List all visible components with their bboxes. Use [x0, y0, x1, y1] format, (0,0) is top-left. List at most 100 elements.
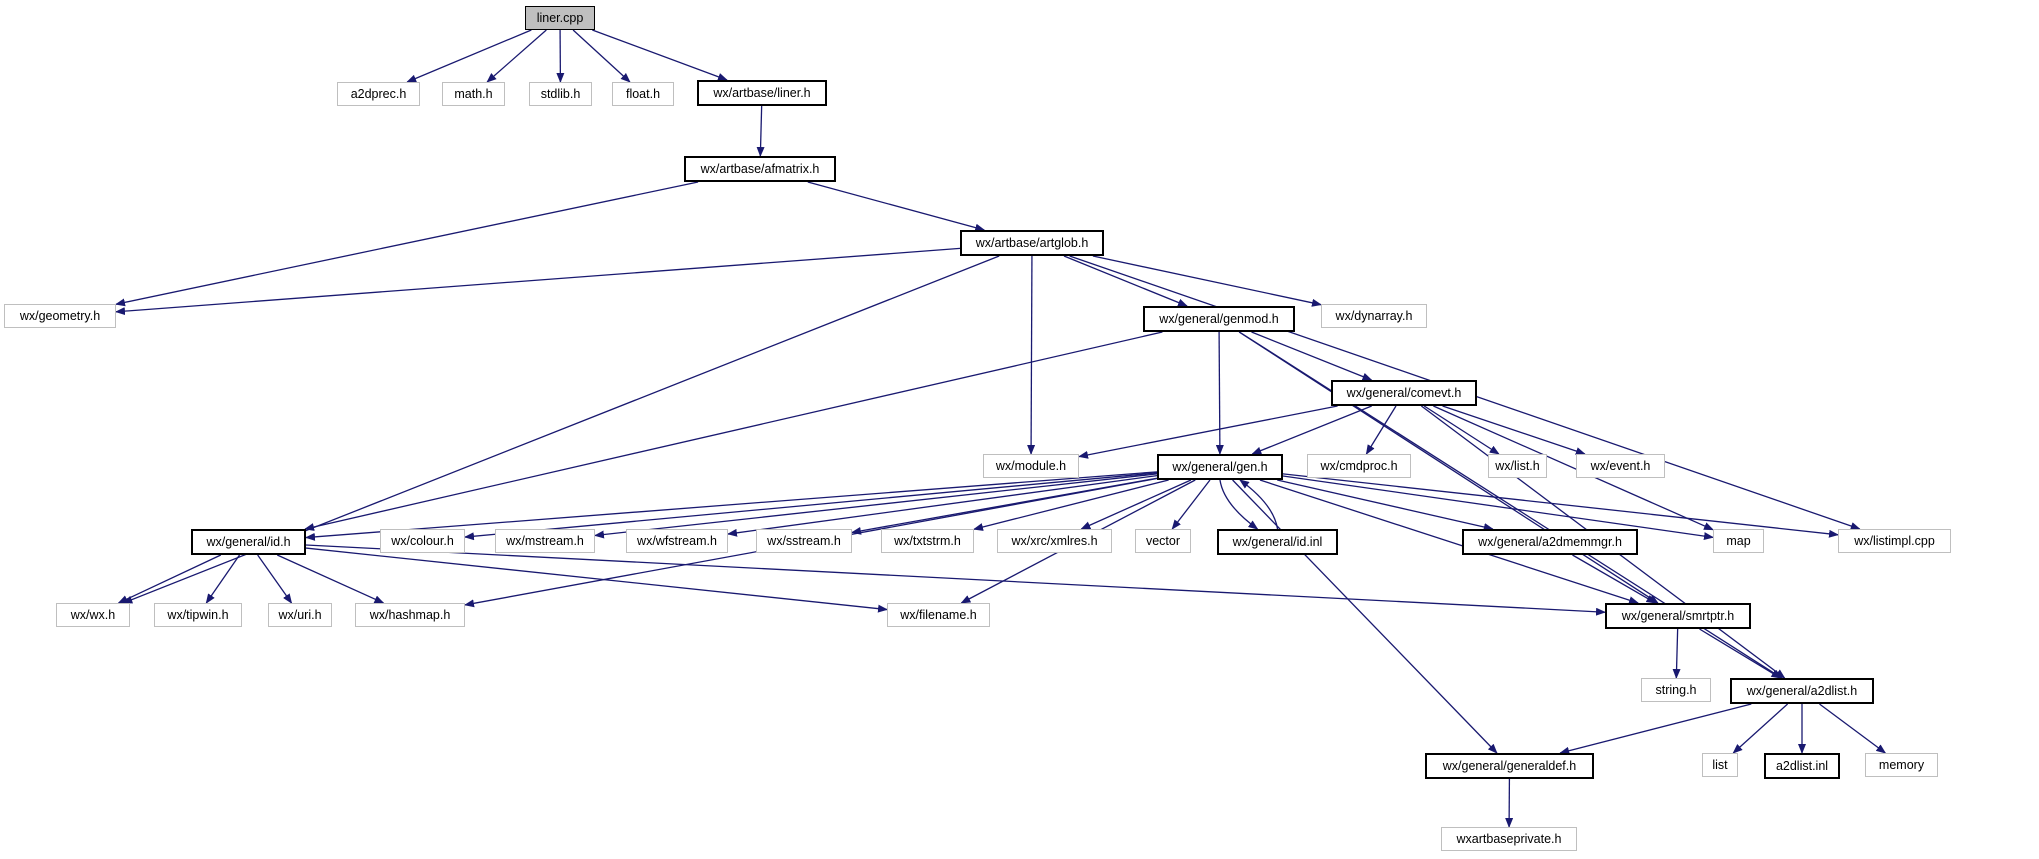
graph-node-liner-h[interactable]: wx/artbase/liner.h — [697, 80, 827, 106]
graph-edge-gen-h-to-a2dmemmgr-h — [1277, 479, 1494, 531]
graph-node-genmod-h[interactable]: wx/general/genmod.h — [1143, 306, 1295, 332]
graph-edge-id-h-to-filename-h — [305, 547, 888, 613]
graph-node-id-h[interactable]: wx/general/id.h — [191, 529, 306, 555]
graph-node-tipwin-h: wx/tipwin.h — [154, 603, 242, 627]
graph-node-label: liner.cpp — [536, 11, 584, 25]
graph-node-a2dlist-inl[interactable]: a2dlist.inl — [1764, 753, 1840, 779]
graph-node-wx-h: wx/wx.h — [56, 603, 130, 627]
graph-node-smrtptr-h[interactable]: wx/general/smrtptr.h — [1605, 603, 1751, 629]
graph-edge-a2dlist-h-to-memory — [1819, 703, 1887, 754]
graph-edge-id-h-to-wx-h — [117, 554, 222, 604]
graph-node-label: wx/artbase/artglob.h — [975, 236, 1089, 250]
graph-node-label: wx/colour.h — [391, 534, 454, 548]
graph-node-label: a2dprec.h — [350, 87, 407, 101]
graph-edge-gen-h-to-id-h — [305, 471, 1158, 541]
graph-edge-a2dlist-h-to-generaldef-h — [1559, 703, 1752, 755]
graph-node-a2dmemmgr-h[interactable]: wx/general/a2dmemmgr.h — [1462, 529, 1638, 555]
graph-edge-liner-cpp-to-float-h — [572, 29, 631, 83]
graph-edge-comevt-h-to-module-h — [1078, 405, 1338, 459]
graph-edge-liner-cpp-to-math-h — [486, 29, 547, 83]
graph-edge-id-h-to-hashmap-h — [276, 554, 385, 604]
graph-node-label: wx/general/id.inl — [1232, 535, 1323, 549]
graph-edge-gen-h-to-wfstream-h — [727, 474, 1158, 537]
graph-node-label: list — [1712, 758, 1728, 772]
graph-node-label: stdlib.h — [540, 87, 581, 101]
graph-edge-artglob-h-to-genmod-h — [1063, 255, 1188, 307]
graph-edge-liner-h-to-afmatrix-h — [756, 105, 765, 157]
graph-edge-id-inl-to-gen-h — [1239, 479, 1279, 530]
graph-edge-artglob-h-to-geometry-h — [115, 247, 961, 316]
graph-edge-a2dmemmgr-h-to-smrtptr-h — [1572, 554, 1657, 604]
graph-node-memory: memory — [1865, 753, 1938, 777]
graph-node-label: map — [1726, 534, 1751, 548]
graph-node-label: wx/filename.h — [900, 608, 977, 622]
graph-node-label: wx/geometry.h — [19, 309, 101, 323]
graph-edge-comevt-h-to-map — [1433, 405, 1714, 531]
graph-node-a2dlist-h[interactable]: wx/general/a2dlist.h — [1730, 678, 1874, 704]
graph-edge-gen-h-to-map — [1282, 475, 1714, 541]
graph-node-label: wx/general/smrtptr.h — [1621, 609, 1735, 623]
graph-node-label: wx/cmdproc.h — [1320, 459, 1398, 473]
graph-node-id-inl[interactable]: wx/general/id.inl — [1217, 529, 1338, 555]
graph-node-module-h: wx/module.h — [983, 454, 1079, 478]
graph-node-afmatrix-h[interactable]: wx/artbase/afmatrix.h — [684, 156, 836, 182]
graph-node-comevt-h[interactable]: wx/general/comevt.h — [1331, 380, 1477, 406]
graph-edge-id-h-to-uri-h — [257, 554, 293, 604]
graph-node-label: wx/list.h — [1495, 459, 1540, 473]
graph-node-label: wx/tipwin.h — [167, 608, 229, 622]
graph-edge-comevt-h-to-list-h — [1423, 405, 1500, 455]
graph-edge-smrtptr-h-to-string-h — [1672, 628, 1681, 679]
graph-node-label: wx/listimpl.cpp — [1854, 534, 1935, 548]
graph-node-label: wx/general/gen.h — [1172, 460, 1268, 474]
graph-node-label: vector — [1145, 534, 1181, 548]
graph-edge-genmod-h-to-id-h — [304, 331, 1163, 531]
graph-edge-comevt-h-to-event-h — [1442, 405, 1586, 455]
graph-node-colour-h: wx/colour.h — [380, 529, 465, 553]
graph-node-label: wx/wfstream.h — [637, 534, 717, 548]
graph-node-sstream-h: wx/sstream.h — [756, 529, 852, 553]
graph-edge-gen-h-to-listimpl-cpp — [1282, 473, 1839, 538]
graph-node-math-h: math.h — [442, 82, 505, 106]
graph-node-generaldef-h[interactable]: wx/general/generaldef.h — [1425, 753, 1594, 779]
graph-node-dynarray-h: wx/dynarray.h — [1321, 304, 1427, 328]
graph-node-artglob-h[interactable]: wx/artbase/artglob.h — [960, 230, 1104, 256]
graph-node-vector: vector — [1135, 529, 1191, 553]
graph-node-stdlib-h: stdlib.h — [529, 82, 592, 106]
graph-node-liner-cpp[interactable]: liner.cpp — [525, 6, 595, 30]
graph-edge-genmod-h-to-gen-h — [1215, 331, 1224, 455]
graph-edge-gen-h-to-xmlres-h — [1080, 479, 1192, 530]
graph-edge-genmod-h-to-a2dlist-h — [1239, 331, 1783, 679]
graph-edge-gen-h-to-generaldef-h — [1232, 479, 1498, 754]
graph-node-list: list — [1702, 753, 1738, 777]
graph-node-label: wxartbaseprivate.h — [1456, 832, 1562, 846]
graph-node-label: float.h — [625, 87, 661, 101]
graph-node-gen-h[interactable]: wx/general/gen.h — [1157, 454, 1283, 480]
graph-node-label: wx/event.h — [1590, 459, 1651, 473]
graph-node-event-h: wx/event.h — [1576, 454, 1665, 478]
graph-node-hashmap-h: wx/hashmap.h — [355, 603, 465, 627]
graph-edge-liner-cpp-to-liner-h — [592, 29, 728, 81]
graph-node-list-h: wx/list.h — [1488, 454, 1547, 478]
graph-node-label: wx/uri.h — [278, 608, 322, 622]
graph-node-label: wx/artbase/afmatrix.h — [700, 162, 820, 176]
graph-node-label: wx/module.h — [995, 459, 1067, 473]
graph-node-filename-h: wx/filename.h — [887, 603, 990, 627]
graph-node-mstream-h: wx/mstream.h — [495, 529, 595, 553]
graph-node-string-h: string.h — [1641, 678, 1711, 702]
graph-node-label: wx/txtstrm.h — [894, 534, 961, 548]
graph-edge-gen-h-to-mstream-h — [594, 473, 1158, 539]
graph-node-label: math.h — [454, 87, 493, 101]
graph-edge-artglob-h-to-module-h — [1027, 255, 1036, 455]
graph-node-label: wx/xrc/xmlres.h — [1011, 534, 1098, 548]
graph-node-cmdproc-h: wx/cmdproc.h — [1307, 454, 1411, 478]
graph-edge-comevt-h-to-cmdproc-h — [1365, 405, 1397, 455]
graph-node-label: wx/general/genmod.h — [1159, 312, 1279, 326]
graph-node-label: wx/dynarray.h — [1335, 309, 1413, 323]
graph-node-label: wx/general/generaldef.h — [1442, 759, 1577, 773]
graph-edge-comevt-h-to-gen-h — [1251, 405, 1372, 455]
graph-node-wxartbaseprivate-h: wxartbaseprivate.h — [1441, 827, 1577, 851]
graph-node-uri-h: wx/uri.h — [268, 603, 332, 627]
graph-edge-afmatrix-h-to-geometry-h — [115, 181, 699, 307]
